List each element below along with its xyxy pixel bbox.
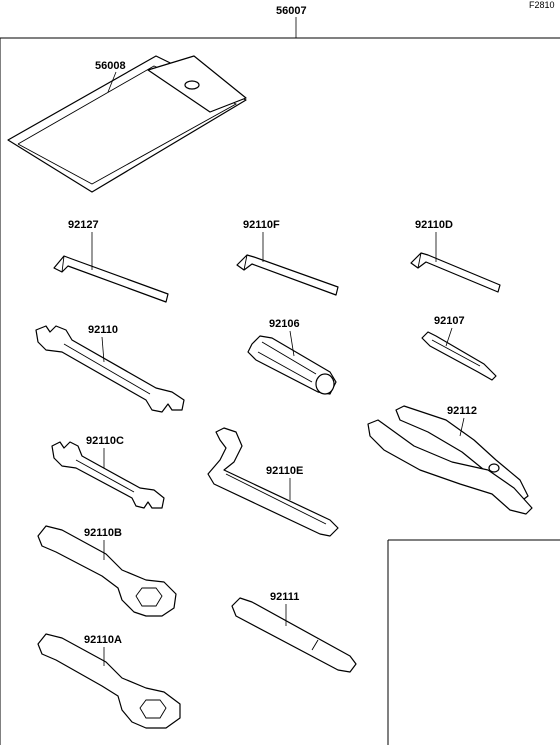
label-92106: 92106 [269, 318, 300, 330]
label-92110b: 92110B [84, 527, 122, 539]
label-92110a: 92110A [84, 634, 122, 646]
label-92110d: 92110D [415, 219, 453, 231]
label-56008: 56008 [95, 60, 126, 72]
open-wrench-large [35, 325, 185, 413]
hook-spanner [207, 427, 339, 537]
hex-key-large [53, 255, 169, 303]
assembly-frame [0, 37, 560, 745]
box-wrench-lower [37, 633, 181, 729]
label-92110f: 92110F [243, 219, 280, 231]
extension-bar [231, 597, 357, 673]
screwdriver-handle [247, 335, 337, 395]
leader-92107 [445, 327, 453, 347]
hex-key-small [410, 252, 501, 293]
pliers [367, 405, 533, 515]
screwdriver-bit [421, 331, 497, 381]
label-92107: 92107 [434, 315, 465, 327]
label-92127: 92127 [68, 219, 99, 231]
tool-pouch [7, 55, 247, 193]
label-92110c: 92110C [86, 435, 124, 447]
label-56007: 56007 [276, 5, 307, 17]
hex-key-medium [236, 254, 339, 296]
figure-code: F2810 [529, 0, 555, 10]
box-wrench-upper [37, 525, 177, 617]
leader-56008 [107, 71, 117, 93]
open-wrench-small [51, 441, 165, 509]
leader-92112 [459, 417, 465, 437]
label-92110e: 92110E [266, 465, 303, 477]
label-92110: 92110 [88, 324, 118, 336]
label-92112: 92112 [447, 405, 477, 417]
leader-92106 [289, 330, 295, 357]
label-92111: 92111 [270, 591, 299, 603]
leader-92110 [101, 336, 105, 363]
